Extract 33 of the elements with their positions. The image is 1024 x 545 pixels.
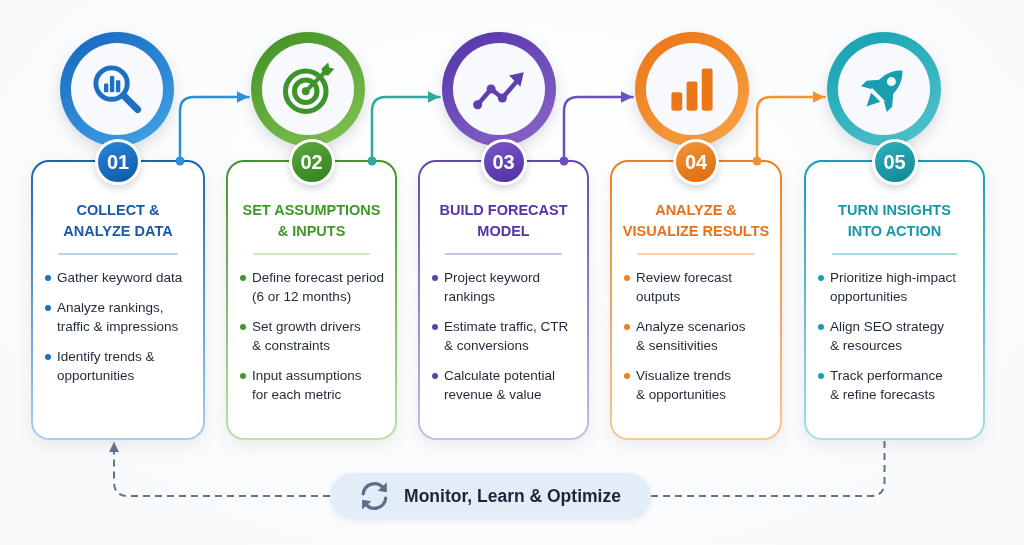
step-number: 01: [95, 139, 141, 185]
step-title: SET ASSUMPTIONS & INPUTS: [241, 201, 382, 241]
step-title: COLLECT & ANALYZE DATA: [62, 201, 174, 241]
bullet-text: Identify trends & opportunities: [57, 348, 156, 385]
arrow: [367, 91, 441, 166]
bullet-text: Input assumptions for each metric: [252, 367, 363, 404]
bullet-text: Align SEO strategy & resources: [830, 318, 946, 355]
arrow: [752, 91, 826, 166]
step-title: TURN INSIGHTS INTO ACTION: [837, 201, 952, 241]
step-title: BUILD FORECAST MODEL: [438, 201, 569, 241]
bullet-text: Project keyword rankings: [444, 269, 542, 306]
step-number: 03: [480, 139, 527, 185]
bullet-text: Gather keyword data: [57, 269, 183, 287]
bullet-text: Review forecast outputs: [636, 269, 734, 306]
bullet-text: Calculate potential revenue & value: [444, 367, 557, 404]
step-number: 02: [288, 139, 335, 185]
dashed-connector-line: [650, 440, 886, 497]
bullet-text: Prioritize high-impact opportunities: [830, 269, 958, 306]
dashed-arrow: [109, 441, 331, 497]
bullet-text: Estimate traffic, CTR & conversions: [444, 318, 570, 355]
bullet-text: Set growth drivers & constraints: [252, 318, 362, 355]
step-number: 05: [871, 139, 918, 185]
step-title: ANALYZE & VISUALIZE RESULTS: [621, 201, 771, 241]
arrow: [559, 91, 634, 166]
loop-pill: [330, 473, 651, 519]
step-number: 04: [673, 139, 719, 185]
loop-label: Monitor, Learn & Optimize: [404, 485, 621, 507]
bullet-text: Analyze rankings, traffic & impressions: [57, 299, 180, 336]
arrow: [175, 91, 250, 166]
bullet-text: Track performance & refine forecasts: [830, 367, 944, 404]
bullet-text: Analyze scenarios & sensitivities: [636, 318, 747, 355]
bullet-text: Define forecast period (6 or 12 months): [252, 269, 386, 306]
bullet-text: Visualize trends & opportunities: [636, 367, 733, 404]
